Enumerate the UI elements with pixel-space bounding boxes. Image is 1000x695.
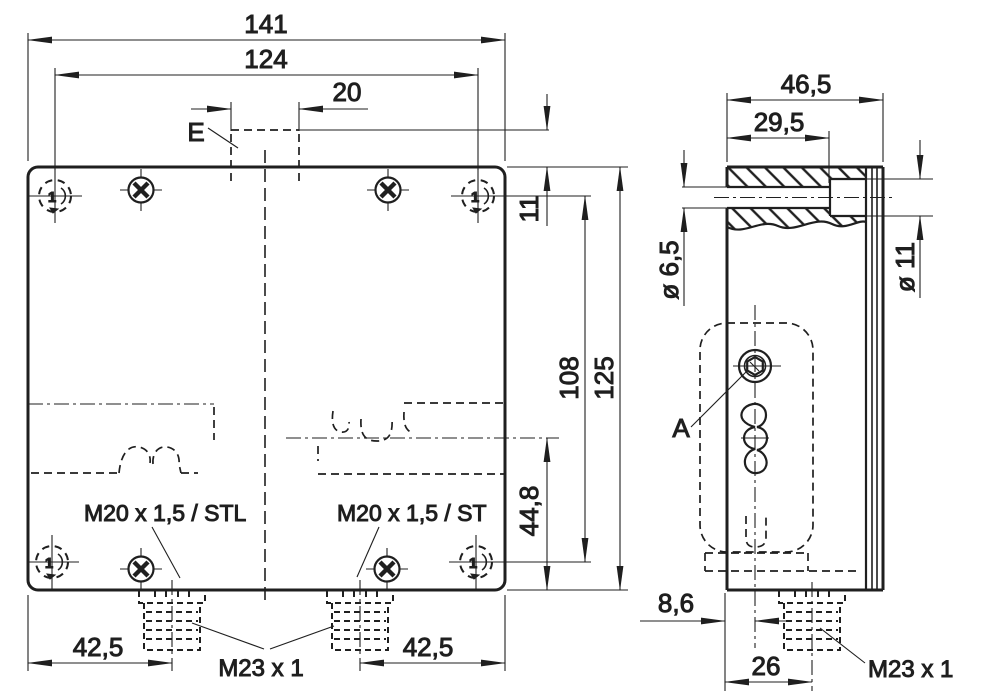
- corner-hole-bottom-right: 1: [449, 535, 503, 589]
- dim-dia-11: ø 11: [890, 140, 924, 298]
- dim-46-5-label: 46,5: [781, 69, 832, 99]
- actuator-head-hidden: [699, 305, 861, 648]
- corner-hole-top-left: 1: [28, 169, 82, 223]
- m23-side-label: M23 x 1: [868, 656, 953, 683]
- corner-hole-bottom-left: 1: [28, 535, 79, 589]
- hole-callout-label: 1: [48, 189, 56, 206]
- gland-label-right: M20 x 1,5 / ST: [337, 500, 487, 578]
- dim-26: 26: [724, 582, 813, 691]
- hidden-slot-right: [286, 402, 559, 475]
- cover-screw-bottom-left: [120, 548, 162, 590]
- socket-screw: [733, 348, 781, 384]
- dim-108: 108: [501, 195, 591, 563]
- entry-label: E: [187, 117, 204, 147]
- front-view: 1 1 1 1: [26, 9, 628, 683]
- dim-8-6-label: 8,6: [658, 588, 694, 618]
- cover-screw-top-left: [120, 169, 162, 211]
- dim-dia-11-label: ø 11: [890, 242, 920, 292]
- dim-141-label: 141: [244, 9, 287, 39]
- m23-label-front: M23 x 1: [191, 622, 335, 683]
- hole-arrow-icon: [472, 207, 483, 214]
- dim-125-label: 125: [589, 356, 619, 399]
- cover-screw-bottom-right: [366, 548, 408, 590]
- dim-125: 125: [507, 166, 628, 591]
- side-view: 46,5 29,5 ø 6,5 ø 11 A 8,6: [640, 69, 954, 691]
- dim-42-5-right: 42,5: [359, 580, 506, 671]
- dim-124-label: 124: [244, 44, 287, 74]
- front-housing-outline: [26, 165, 507, 592]
- dim-8-6: 8,6: [640, 588, 791, 691]
- m23-front-label: M23 x 1: [218, 655, 303, 682]
- dim-108-label: 108: [554, 356, 584, 399]
- dim-dia-6-5: ø 6,5: [654, 150, 727, 306]
- dim-11-label: 11: [514, 196, 544, 223]
- hole-callout-label: 1: [471, 189, 479, 206]
- cover-screw-top-right: [367, 169, 409, 211]
- section-hatch-top: [727, 167, 866, 187]
- dim-29-5-label: 29,5: [754, 107, 805, 137]
- dim-124: 124: [54, 44, 479, 170]
- gland-left-label: M20 x 1,5 / STL: [84, 500, 247, 526]
- dim-42-5-right-label: 42,5: [403, 632, 454, 662]
- corner-hole-top-right: 1: [451, 169, 505, 223]
- dim-20-label: 20: [333, 77, 362, 107]
- gland-label-left: M20 x 1,5 / STL: [84, 500, 247, 579]
- hole-arrow-icon: [470, 573, 481, 580]
- dim-26-label: 26: [752, 651, 781, 681]
- dim-11: 11: [514, 94, 551, 226]
- dim-44-8: 44,8: [514, 437, 551, 591]
- dim-46-5: 46,5: [726, 69, 884, 162]
- dim-42-5-left: 42,5: [27, 580, 173, 671]
- dim-44-8-label: 44,8: [514, 486, 544, 537]
- hole-arrow-icon: [46, 573, 57, 580]
- dim-141: 141: [27, 9, 506, 161]
- hole-arrow-icon: [49, 207, 60, 214]
- break-line: [726, 220, 867, 231]
- dim-20: 20: [191, 77, 368, 182]
- lock-contour: [740, 402, 769, 475]
- side-housing-outline: [725, 165, 885, 592]
- screw-callout-a: A: [672, 371, 747, 444]
- hidden-slot-left: [28, 403, 215, 474]
- hidden-slot-bottom: [745, 516, 767, 548]
- dim-29-5: 29,5: [726, 107, 830, 183]
- m23-label-side: M23 x 1: [819, 627, 954, 684]
- hole-callout-label: 1: [469, 555, 477, 572]
- screw-a-label: A: [672, 413, 690, 443]
- dim-dia-6-5-label: ø 6,5: [654, 240, 684, 299]
- gland-right-label: M20 x 1,5 / ST: [337, 500, 487, 526]
- dim-42-5-left-label: 42,5: [73, 632, 124, 662]
- hole-callout-label: 1: [45, 555, 53, 572]
- entry-marker-e: E: [187, 117, 549, 149]
